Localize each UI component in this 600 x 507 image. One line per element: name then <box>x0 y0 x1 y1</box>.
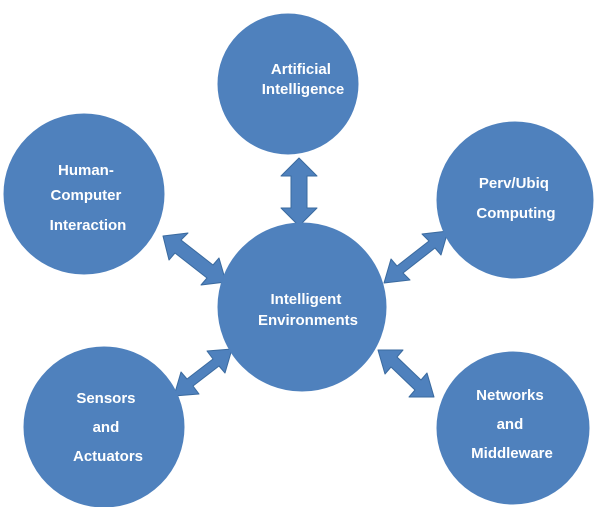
node-circle <box>436 351 590 505</box>
node-label: Sensors and Actuators <box>73 390 143 465</box>
node-label: Human- Computer Interaction <box>50 162 127 234</box>
arrow-sensors-center <box>173 348 233 397</box>
arrow-net-center <box>377 349 435 398</box>
node-perv-ubiq-computing: Perv/Ubiq Computing <box>436 121 594 279</box>
node-circle <box>436 121 594 279</box>
node-sensors-and-actuators: Sensors and Actuators <box>23 346 185 507</box>
node-circle <box>3 113 165 275</box>
node-artificial-intelligence: Artificial Intelligence <box>217 13 359 155</box>
node-label: Artificial Intelligence <box>262 61 345 98</box>
arrow-perv-center <box>383 230 449 284</box>
arrow-hci-center <box>162 232 227 286</box>
node-label: Perv/Ubiq Computing <box>476 175 555 222</box>
node-human-computer-interaction: Human- Computer Interaction <box>3 113 165 275</box>
node-circle <box>23 346 185 507</box>
node-circle <box>217 13 359 155</box>
node-label: Networks and Middleware <box>471 387 553 462</box>
node-intelligent-environments: Intelligent Environments <box>217 222 387 392</box>
node-networks-and-middleware: Networks and Middleware <box>436 351 590 505</box>
arrow-ai-center <box>280 157 318 227</box>
center-circle <box>217 222 387 392</box>
center-label: Intelligent Environments <box>258 291 358 329</box>
